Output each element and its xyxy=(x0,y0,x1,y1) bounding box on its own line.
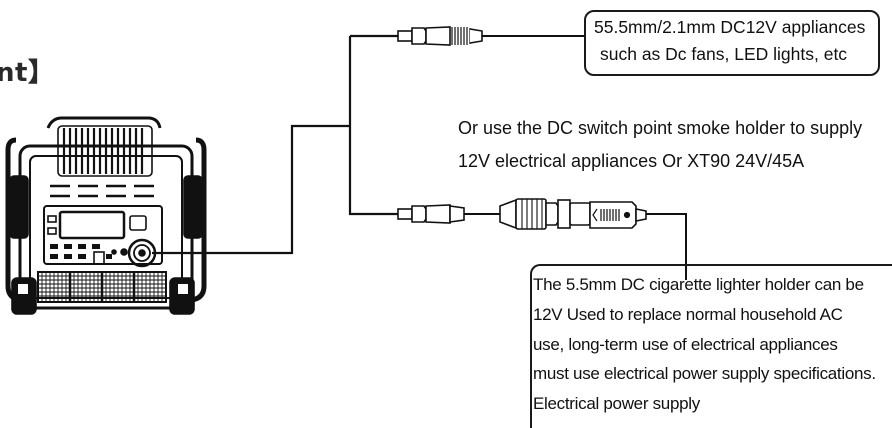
cable-to-callout-bottom xyxy=(646,213,687,280)
callout-box-bottom xyxy=(530,264,892,428)
callout-bottom-line: Electrical power supply xyxy=(533,394,700,414)
middle-note: Or use the DC switch point smoke holder … xyxy=(458,112,888,178)
callout-top-line: 55.5mm/2.1mm DC12V appliances xyxy=(594,17,866,37)
callout-bottom-line: use, long-term use of electrical applian… xyxy=(533,334,838,354)
page-heading: nt】 xyxy=(0,58,55,88)
middle-note-line: Or use the DC switch point smoke holder … xyxy=(458,118,863,138)
callout-bottom-text: The 5.5mm DC cigarette lighter holder ca… xyxy=(533,270,889,419)
callout-top-text: 55.5mm/2.1mm DC12V appliances such as Dc… xyxy=(594,14,884,68)
callout-bottom-line: must use electrical power supply specifi… xyxy=(533,364,876,384)
cigarette-lighter-socket xyxy=(499,198,647,230)
power-station-illustration xyxy=(5,116,207,315)
dc-barrel-plug-top xyxy=(397,26,483,46)
middle-note-line: 12V electrical appliances Or XT90 24V/45… xyxy=(458,151,805,171)
main-cable xyxy=(152,34,398,255)
callout-bottom-line: 12V Used to replace normal household AC xyxy=(533,304,843,324)
dc-barrel-plug-bottom xyxy=(397,204,465,224)
callout-top-line: such as Dc fans, LED lights, etc xyxy=(600,44,848,64)
callout-box-top xyxy=(584,10,880,76)
callout-bottom-line: The 5.5mm DC cigarette lighter holder ca… xyxy=(533,275,864,294)
